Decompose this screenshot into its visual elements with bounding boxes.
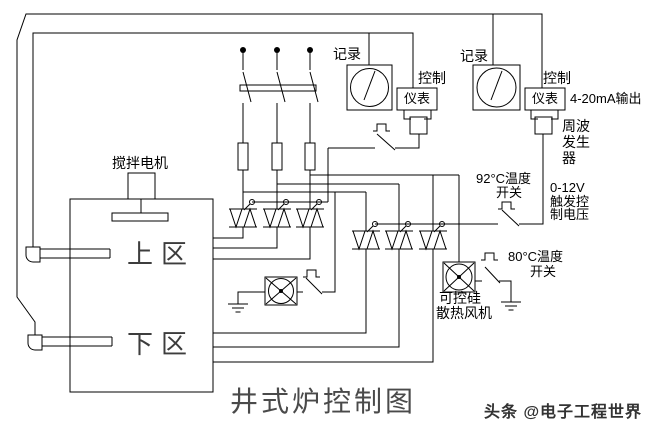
upper-zone-label: 上区 <box>127 239 195 269</box>
output-4-20ma-label: 4-20mA输出 <box>570 91 642 106</box>
connector2-cycle-generator-icon <box>530 110 559 135</box>
pulse-glyph-icon <box>498 201 515 210</box>
control1-label: 控制 <box>418 70 446 86</box>
temp-switch-92-label-1: 92°C温度 <box>476 171 531 186</box>
temp-switch-92-label-2: 开关 <box>496 185 522 200</box>
fan-left-icon <box>264 276 298 306</box>
fuse-icons <box>237 142 316 171</box>
temp-switch-92-icon <box>498 134 544 227</box>
stir-motor-label: 搅拌电机 <box>112 155 168 171</box>
instrument2-box <box>524 87 566 111</box>
pulse-glyph-icon <box>481 252 498 261</box>
instrument1-box <box>396 87 438 111</box>
instrument2-label: 仪表 <box>532 91 558 106</box>
thermocouple-wiring <box>16 13 543 335</box>
fan-right-icon <box>442 261 476 293</box>
ground-icon-left <box>228 291 265 313</box>
stirring-motor-icon <box>111 172 169 222</box>
power-terminal-dots <box>240 47 313 53</box>
disconnect-switch-icon <box>239 71 319 103</box>
watermark: 头条 @电子工程世界 <box>484 402 642 421</box>
cycle-generator-label-1: 周波 <box>562 118 590 134</box>
recorder1-gauge-icon <box>346 64 393 111</box>
diagram-title: 井式炉控制图 <box>230 386 416 418</box>
recorder2-label: 记录 <box>460 48 488 64</box>
furnace-outline <box>69 198 214 393</box>
pulse-glyph-icon <box>303 269 320 278</box>
instrument1-label: 仪表 <box>404 91 430 106</box>
thermocouple-upper-icon <box>25 246 111 263</box>
temp-switch-80-label-1: 80°C温度 <box>508 249 563 264</box>
gate-switch1-icon <box>328 123 420 151</box>
scr-fan-label-1: 可控硅 <box>439 290 481 306</box>
temp-switch-80-icon <box>475 252 512 302</box>
cycle-generator-label-3: 器 <box>562 150 576 166</box>
triac-group-upper-zone <box>229 148 329 229</box>
thermocouple-lower-icon <box>27 334 113 351</box>
lower-zone-label: 下区 <box>127 329 195 359</box>
ground-icon-right <box>501 301 521 311</box>
triac-group-lower-zone <box>352 221 498 251</box>
power-supply-wiring <box>213 50 460 363</box>
fan-left-switch-icon <box>297 192 336 295</box>
recorder2-gauge-icon <box>472 64 521 111</box>
control2-label: 控制 <box>543 70 571 86</box>
trigger-voltage-label-2: 触发控 <box>550 194 589 209</box>
pulse-glyph-icon <box>373 123 390 132</box>
recorder1-label: 记录 <box>333 46 361 62</box>
scr-fan-label-2: 散热风机 <box>436 305 492 321</box>
cycle-generator-label-2: 发生 <box>562 134 590 150</box>
trigger-voltage-label-1: 0-12V <box>550 180 585 195</box>
trigger-voltage-label-3: 制电压 <box>550 207 589 222</box>
connector1-icon <box>403 110 432 135</box>
temp-switch-80-label-2: 开关 <box>530 264 556 279</box>
